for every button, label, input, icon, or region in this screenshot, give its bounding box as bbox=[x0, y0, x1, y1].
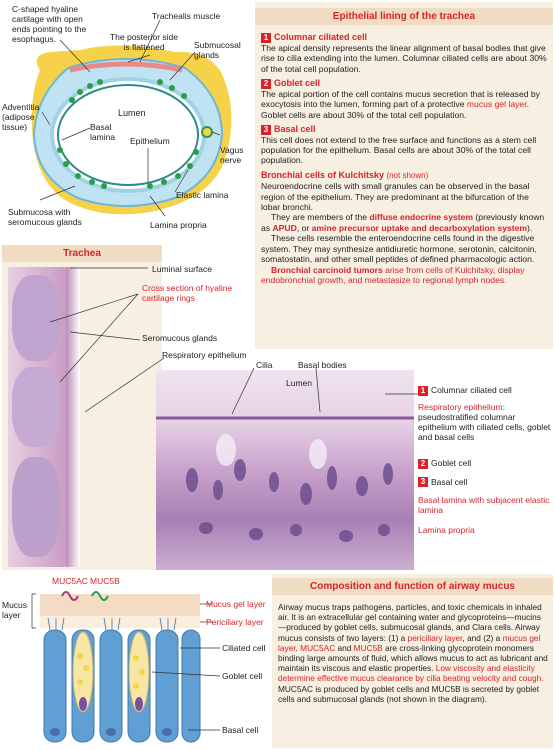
label-ciliated-cell: Ciliated cell bbox=[222, 643, 266, 653]
heading-goblet: Goblet cell bbox=[274, 77, 321, 88]
num-badge: 3 bbox=[261, 124, 271, 135]
text-goblet: The apical portion of the cell contains … bbox=[261, 88, 540, 120]
label-lumen-micro: Lumen bbox=[286, 378, 312, 388]
trachea-micrograph bbox=[8, 267, 66, 567]
epithelial-panel-title: Epithelial lining of the trachea bbox=[255, 8, 553, 25]
heading-columnar: Columnar ciliated cell bbox=[274, 32, 368, 42]
num-badge: 1 bbox=[261, 32, 271, 43]
label-cilia: Cilia bbox=[256, 360, 273, 370]
label-vagus-nerve: Vagus nerve bbox=[220, 145, 244, 165]
label-lumen: Lumen bbox=[118, 108, 146, 118]
num-badge: 2 bbox=[261, 78, 271, 89]
num-badge: 3 bbox=[418, 477, 428, 488]
label-goblet-cell-mucus: Goblet cell bbox=[222, 671, 263, 681]
label-basal-cell: Basal cell bbox=[431, 476, 468, 487]
text-basal: This cell does not extend to the free su… bbox=[261, 134, 537, 166]
num-badge: 2 bbox=[418, 458, 428, 469]
heading-kulchitsky: Bronchial cells of Kulchitsky bbox=[261, 169, 385, 180]
label-lamina-propria-micro: Lamina propria bbox=[418, 525, 475, 536]
label-basal-lamina-micro: Basal lamina with subjacent elastic lami… bbox=[418, 495, 550, 516]
label-submucosal-glands: Submucosal glands bbox=[194, 40, 241, 60]
label-trachealis: Trachealis muscle bbox=[152, 11, 221, 21]
kulchitsky-p4: Bronchial carcinoid tumors arise from ce… bbox=[261, 264, 525, 285]
cross-section-drawing bbox=[31, 19, 232, 217]
kulchitsky-p1: Neuroendocrine cells with small granules… bbox=[261, 181, 530, 213]
kulchitsky-p3: These cells resemble the enteroendocrine… bbox=[261, 233, 537, 265]
label-basal-bodies: Basal bodies bbox=[298, 360, 347, 370]
trachea-panel-title: Trachea bbox=[2, 245, 162, 262]
trachea-leaders bbox=[49, 267, 165, 413]
kulchitsky-p2: They are members of the diffuse endocrin… bbox=[261, 212, 545, 233]
label-mucus-layer: Mucus layer bbox=[2, 600, 28, 620]
label-posterior: The posterior side is flattened bbox=[109, 32, 179, 52]
label-luminal-surface: Luminal surface bbox=[152, 264, 213, 274]
label-basal-lamina: Basal lamina bbox=[90, 122, 116, 142]
label-elastic-lamina: Elastic lamina bbox=[176, 190, 229, 200]
label-c-cartilage: C-shaped hyaline cartilage with open end… bbox=[12, 4, 87, 44]
label-adventitia: Adventitia (adipose tissue) bbox=[2, 102, 40, 132]
label-lamina-propria: Lamina propria bbox=[150, 220, 207, 230]
respiratory-epithelium-strip bbox=[66, 267, 80, 567]
item-kulchitsky: Bronchial cells of Kulchitsky (not shown… bbox=[261, 170, 547, 285]
label-muc5ac: MUC5AC bbox=[52, 576, 88, 586]
label-periciliary: Periciliary layer bbox=[206, 617, 264, 627]
cartilage-ring bbox=[12, 457, 60, 557]
label-muc5b: MUC5B bbox=[90, 576, 120, 586]
epithelium-micrograph bbox=[156, 370, 414, 570]
cartilage-ring bbox=[12, 367, 60, 447]
mucus-drawing bbox=[31, 591, 221, 743]
mucus-panel: Composition and function of airway mucus… bbox=[272, 574, 553, 748]
label-resp-epithelium-desc: Respiratory epithelium: pseudostratified… bbox=[418, 401, 551, 442]
cartilage-ring bbox=[12, 275, 60, 361]
mucus-diagram: MUC5AC MUC5B Mucus layer Mucus gel layer… bbox=[0, 572, 270, 748]
label-respiratory-epithelium: Respiratory epithelium bbox=[162, 350, 247, 360]
label-columnar-cell: Columnar ciliated cell bbox=[431, 385, 512, 395]
heading-basal: Basal cell bbox=[274, 123, 316, 134]
label-goblet-cell: Goblet cell bbox=[431, 457, 472, 468]
label-seromucous: Seromucous glands bbox=[142, 333, 218, 343]
num-badge: 1 bbox=[418, 385, 428, 396]
micrograph-cells bbox=[156, 416, 414, 542]
micrograph-leaders bbox=[231, 367, 418, 415]
trachea-cross-section-diagram: C-shaped hyaline cartilage with open end… bbox=[0, 0, 255, 240]
text-columnar: The apical density represents the linear… bbox=[261, 42, 547, 74]
label-epithelium: Epithelium bbox=[130, 136, 170, 146]
trachea-panel: Trachea bbox=[2, 245, 162, 570]
label-basal-cell-mucus: Basal cell bbox=[222, 725, 259, 735]
mucus-panel-body: Airway mucus traps pathogens, particles,… bbox=[278, 602, 548, 704]
label-cross-section: Cross section of hyaline cartilage rings bbox=[142, 283, 233, 303]
label-mucus-gel: Mucus gel layer bbox=[206, 599, 266, 609]
label-submucosa: Submucosa with seromucous glands bbox=[8, 207, 82, 227]
mucus-panel-title: Composition and function of airway mucus bbox=[272, 578, 553, 595]
